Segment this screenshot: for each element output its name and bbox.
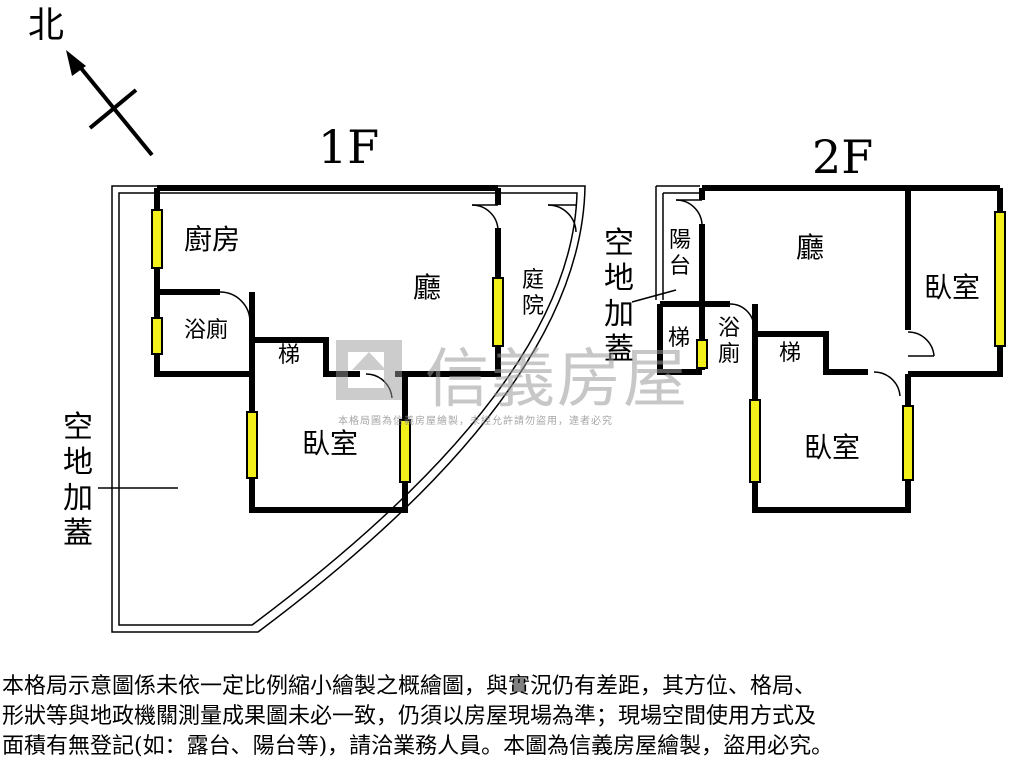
- watermark-notice: 本格局圖為信義房屋繪製，未經允許請勿盜用，違者必究: [338, 416, 613, 427]
- 2f-stairs-left-label: 梯: [668, 326, 691, 351]
- 2f-balcony-label: 陽台: [669, 228, 692, 279]
- 2f-doors: [675, 199, 935, 397]
- disclaimer-line-1: 本格局示意圖係未依一定比例縮小繪製之概繪圖，與實況仍有差距，其方位、格局、: [2, 674, 817, 699]
- 1f-living-label: 廳: [413, 271, 442, 304]
- watermark-brand: 信義房屋: [425, 343, 689, 417]
- 1f-bath-label: 浴廁: [184, 318, 229, 343]
- 1f-windows: [151, 209, 504, 483]
- 2f-bath-label: 浴廁: [718, 316, 741, 367]
- compass-north-label: 北: [28, 5, 65, 46]
- 1f-stairs-label: 梯: [278, 343, 301, 368]
- 2f-living-label: 廳: [796, 231, 825, 264]
- 1f-bedroom-label: 臥室: [302, 427, 359, 460]
- disclaimer-line-3: 面積有無登記(如：露台、陽台等)，請洽業務人員。本圖為信義房屋繪製，盜用必究。: [2, 734, 834, 759]
- 1f-courtyard-label: 庭院: [522, 268, 545, 319]
- floor-2f-title: 2F: [812, 130, 874, 184]
- 2f-added-space-outline: [631, 185, 700, 303]
- floor-1f-title: 1F: [318, 120, 380, 174]
- disclaimer-text: 本格局示意圖係未依一定比例縮小繪製之概繪圖，與實況仍有差距，其方位、格局、 形狀…: [2, 672, 1022, 762]
- 2f-stairs-right-label: 梯: [779, 341, 802, 366]
- disclaimer-line-2: 形狀等與地政機關測量成果圖未必一致，仍須以房屋現場為準；現場空間使用方式及: [2, 704, 817, 729]
- floor-plan-drawing: [66, 50, 1006, 633]
- 2f-bedroom-east-label: 臥室: [924, 271, 981, 304]
- 1f-added-space-label: 空地加蓋: [63, 410, 93, 552]
- north-arrow-icon: [66, 50, 154, 157]
- 2f-added-space-label: 空地加蓋: [604, 226, 634, 368]
- 1f-kitchen-label: 廚房: [184, 223, 241, 256]
- watermark-logo-icon: [336, 340, 402, 400]
- 1f-added-space-outline: [111, 185, 586, 633]
- 2f-windows: [696, 211, 1006, 483]
- 2f-bedroom-south-label: 臥室: [804, 431, 861, 464]
